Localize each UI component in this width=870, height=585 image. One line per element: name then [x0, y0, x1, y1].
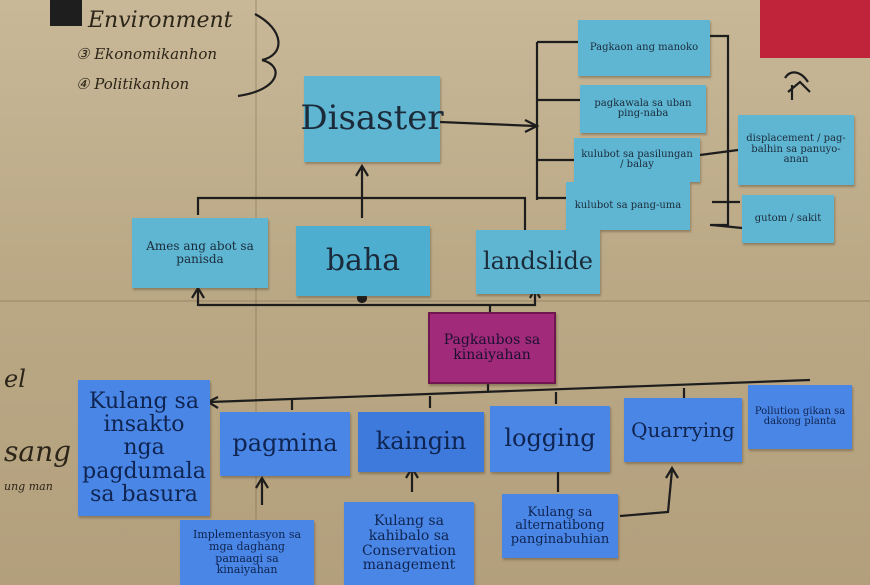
- handwriting-text: Politikanhon: [94, 75, 190, 93]
- handwriting-line: Environment: [88, 8, 233, 33]
- note-cause-waste: Kulang sa insakto nga pagdumala sa basur…: [78, 380, 210, 516]
- connector-line: [439, 120, 536, 128]
- note-disaster: Disaster: [300, 76, 444, 162]
- note-cause-logging: logging: [490, 406, 610, 472]
- note-impact: pagkawala sa uban ping-naba: [580, 85, 706, 133]
- handwriting-text: Ekonomikanhon: [94, 45, 218, 63]
- red-note-corner: [760, 0, 870, 58]
- note-cause-kaingin: kaingin: [358, 412, 484, 472]
- note-pagkaubos: Pagkaubos sa kinaiyahan: [428, 312, 556, 384]
- note-landslide: landslide: [476, 230, 600, 294]
- handwriting-line: ④ Politikanhon: [76, 75, 190, 93]
- note-cause-quarrying: Quarrying: [624, 398, 742, 462]
- note-impact: kulubot sa pasilungan / balay: [574, 138, 700, 182]
- note-impact: gutom / sakit: [742, 195, 834, 243]
- handwriting-fragment: sang: [4, 435, 72, 468]
- note-impact: Pagkaon ang manoko: [578, 20, 710, 76]
- note-root-cause: Kulang sa alternatibong panginabuhian: [502, 494, 618, 558]
- note-root-cause: Implementasyon sa mga daghang pamaagi sa…: [180, 520, 314, 585]
- note-effect: Ames ang abot sa panisda: [132, 218, 268, 288]
- handwriting-fragment: ung man: [4, 480, 53, 493]
- note-cause-pagmina: pagmina: [220, 412, 350, 476]
- note-impact: displacement / pag-balhin sa panuyo-anan: [738, 115, 854, 185]
- board-seam: [255, 0, 257, 585]
- brace-line: [237, 13, 280, 98]
- note-impact: kulubot sa pang-uma: [566, 182, 690, 230]
- handwriting-fragment: el: [4, 365, 26, 393]
- note-cause-pollution: Pollution gikan sa dakong planta: [748, 385, 852, 449]
- board-seam: [0, 300, 870, 302]
- note-root-cause: Kulang sa kahibalo sa Conservation manag…: [344, 502, 474, 585]
- binder-clip: [50, 0, 82, 26]
- handwriting-line: ③ Ekonomikanhon: [76, 45, 218, 63]
- note-baha: baha: [296, 226, 430, 296]
